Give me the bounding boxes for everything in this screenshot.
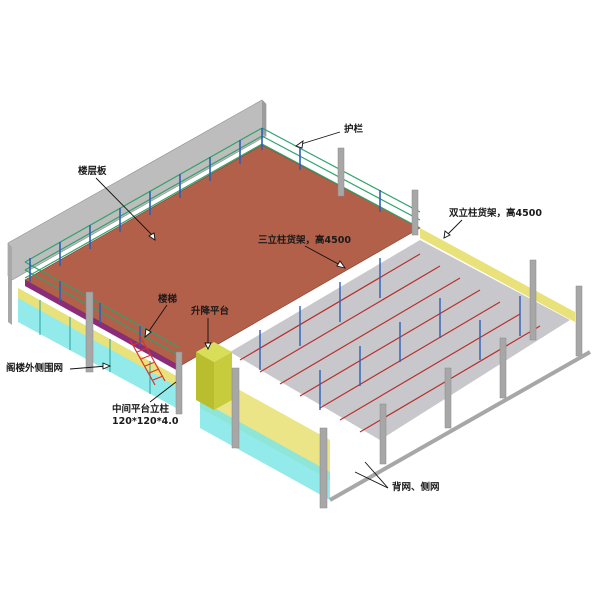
label-lift-platform: 升降平台 xyxy=(191,306,230,317)
stairs xyxy=(129,335,166,386)
label-mezzanine-outer-mesh: 阁楼外侧围网 xyxy=(6,363,64,374)
label-stairs: 楼梯 xyxy=(158,294,178,305)
lift-platform xyxy=(196,342,232,410)
label-middle-column: 中间平台立柱 xyxy=(112,404,170,415)
label-middle-column-spec: 120*120*4.0 xyxy=(112,416,179,427)
label-back-side-mesh: 背网、侧网 xyxy=(392,482,440,493)
columns xyxy=(85,147,583,509)
outer-side-mesh xyxy=(18,288,180,410)
label-floor-deck: 楼层板 xyxy=(78,166,107,177)
leader-lines xyxy=(69,131,463,489)
label-double-upright-rack: 双立柱货架，高4500 xyxy=(449,208,542,219)
label-triple-upright-rack: 三立柱货架，高4500 xyxy=(258,235,351,246)
label-guardrail: 护栏 xyxy=(344,124,364,135)
ground-beam xyxy=(329,350,591,502)
